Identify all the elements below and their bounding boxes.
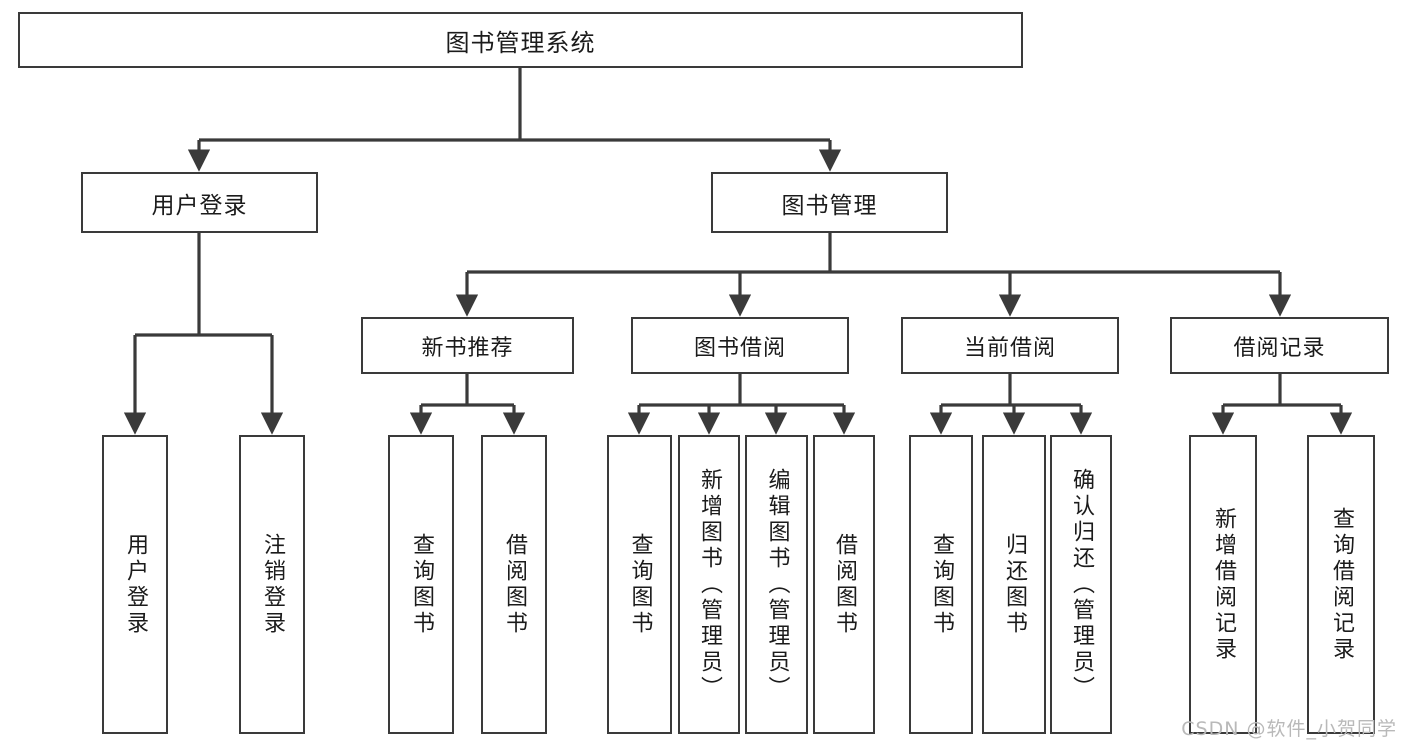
- node-leaf-user-login-label: 用户登录: [123, 532, 148, 637]
- node-leaf-edit-book-label: 编辑图书（管理员）: [764, 467, 790, 702]
- node-leaf-query-book-1[interactable]: 查询图书: [388, 435, 454, 734]
- node-leaf-query-book-1-label: 查询图书: [409, 532, 434, 637]
- node-leaf-edit-book[interactable]: 编辑图书（管理员）: [745, 435, 808, 734]
- node-borrow-record-label: 借阅记录: [1233, 335, 1326, 361]
- node-leaf-query-record[interactable]: 查询借阅记录: [1307, 435, 1375, 734]
- node-leaf-add-record[interactable]: 新增借阅记录: [1189, 435, 1257, 734]
- node-leaf-query-book-2[interactable]: 查询图书: [607, 435, 672, 734]
- node-root[interactable]: 图书管理系统: [18, 12, 1023, 68]
- node-book-borrow-label: 图书借阅: [693, 335, 786, 361]
- node-leaf-borrow-book-2[interactable]: 借阅图书: [813, 435, 875, 734]
- node-leaf-query-book-3-label: 查询图书: [929, 532, 954, 637]
- node-leaf-return-book[interactable]: 归还图书: [982, 435, 1046, 734]
- watermark: CSDN @软件_小贺同学: [1181, 718, 1397, 740]
- node-leaf-confirm-return-label: 确认归还（管理员）: [1069, 467, 1094, 702]
- node-leaf-add-record-label: 新增借阅记录: [1211, 506, 1236, 663]
- node-leaf-return-book-label: 归还图书: [1002, 532, 1027, 637]
- node-leaf-borrow-book-1-label: 借阅图书: [502, 532, 527, 637]
- node-new-book-rec-label: 新书推荐: [421, 335, 514, 361]
- node-new-book-rec[interactable]: 新书推荐: [361, 317, 574, 374]
- node-leaf-confirm-return[interactable]: 确认归还（管理员）: [1050, 435, 1112, 734]
- node-user-login-label: 用户登录: [151, 192, 248, 219]
- node-leaf-query-record-label: 查询借阅记录: [1329, 506, 1354, 663]
- node-leaf-user-login[interactable]: 用户登录: [102, 435, 168, 734]
- node-book-manage[interactable]: 图书管理: [711, 172, 948, 233]
- node-leaf-user-logout[interactable]: 注销登录: [239, 435, 305, 734]
- node-current-borrow[interactable]: 当前借阅: [901, 317, 1119, 374]
- node-leaf-user-logout-label: 注销登录: [260, 532, 285, 637]
- node-leaf-add-book-label: 新增图书（管理员）: [697, 467, 722, 702]
- node-book-manage-label: 图书管理: [781, 192, 878, 219]
- node-leaf-query-book-3[interactable]: 查询图书: [909, 435, 973, 734]
- node-current-borrow-label: 当前借阅: [963, 335, 1056, 361]
- node-book-borrow[interactable]: 图书借阅: [631, 317, 849, 374]
- node-leaf-add-book[interactable]: 新增图书（管理员）: [678, 435, 740, 734]
- node-leaf-query-book-2-label: 查询图书: [627, 532, 653, 637]
- node-root-label: 图书管理系统: [445, 28, 596, 57]
- node-leaf-borrow-book-2-label: 借阅图书: [832, 532, 857, 637]
- node-leaf-borrow-book-1[interactable]: 借阅图书: [481, 435, 547, 734]
- node-user-login[interactable]: 用户登录: [81, 172, 318, 233]
- node-borrow-record[interactable]: 借阅记录: [1170, 317, 1389, 374]
